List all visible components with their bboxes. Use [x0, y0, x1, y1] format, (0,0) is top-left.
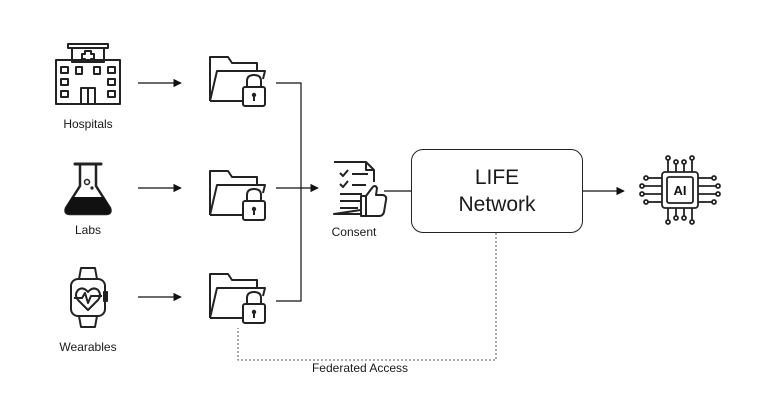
ai-chip-label: AI: [674, 183, 687, 198]
labs-label: Labs: [74, 223, 102, 237]
locked-folder-icon: [209, 170, 266, 221]
hospital-icon: [55, 43, 121, 105]
life-network-box: LIFE Network: [411, 149, 583, 233]
ai-chip-icon: AI: [639, 155, 721, 225]
merge-connector: [276, 82, 302, 302]
federated-access-line: [237, 233, 497, 361]
hospitals-label: Hospitals: [63, 117, 113, 131]
network-title-line1: LIFE: [474, 166, 520, 189]
network-title-line2: Network: [458, 193, 536, 216]
consent-label: Consent: [331, 225, 377, 239]
consent-document-icon: [333, 161, 388, 217]
federated-access-label: Federated Access: [311, 361, 409, 375]
wearables-label: Wearables: [59, 340, 117, 354]
locked-folder-icon: [209, 56, 266, 107]
locked-folder-icon: [209, 273, 266, 324]
smartwatch-icon: [70, 267, 108, 328]
flask-icon: [64, 162, 112, 216]
